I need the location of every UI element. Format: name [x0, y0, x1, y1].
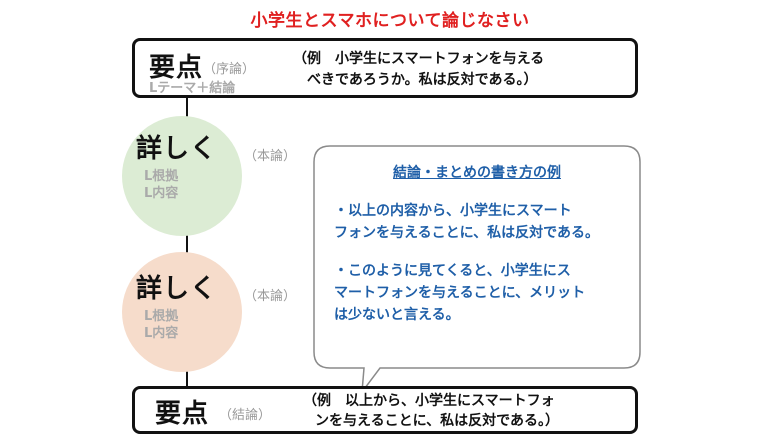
- intro-box: 要点 （序論） Lテーマ＋結論 （例 小学生にスマートフォンを与える べきであろ…: [132, 38, 638, 98]
- connector-line-2: [186, 234, 188, 254]
- conclusion-example-line1: （例 以上から、小学生にスマートフォ: [303, 393, 555, 409]
- body1-sub1: L根拠: [144, 169, 179, 184]
- bubble-item1-line1: ・以上の内容から、小学生にスマート: [334, 203, 572, 219]
- bubble-item2-line1: ・このように見てくると、小学生にス: [334, 263, 571, 279]
- intro-example-line1: （例 小学生にスマートフォンを与える: [293, 51, 545, 67]
- conclusion-box: 要点 （結論） （例 以上から、小学生にスマートフォ ンを与えることに、私は反対…: [132, 386, 638, 434]
- conclusion-heading: 要点: [155, 399, 210, 429]
- body1-sub2: L内容: [144, 186, 179, 201]
- body1-heading: 詳しく: [136, 134, 218, 164]
- body2-sub1: L根拠: [144, 309, 179, 324]
- conclusion-example-line2: ンを与えることに、私は反対である。）: [315, 413, 560, 429]
- intro-heading: 要点: [149, 53, 204, 83]
- bubble-item2-line3: は少ないと言える。: [334, 307, 460, 323]
- body2-heading: 詳しく: [136, 274, 218, 304]
- body-circle-1: [122, 116, 242, 236]
- bubble-item1-line2: フォンを与えることに、私は反対である。: [334, 225, 600, 241]
- intro-note: （序論）: [203, 62, 256, 77]
- body2-sub2: L内容: [144, 326, 179, 341]
- intro-sub: Lテーマ＋結論: [149, 81, 236, 96]
- bubble-item2-line2: マートフォンを与えることに、メリット: [334, 285, 586, 301]
- intro-example-line2: べきであろうか。私は反対である。）: [307, 72, 538, 88]
- body2-note: （本論）: [244, 289, 297, 304]
- bubble-title: 結論・まとめの書き方の例: [393, 165, 561, 181]
- connector-line-1: [186, 98, 188, 118]
- conclusion-note: （結論）: [219, 408, 272, 423]
- body-circle-2: [122, 252, 242, 372]
- page-title: 小学生とスマホについて論じなさい: [250, 11, 530, 31]
- connector-line-3: [186, 371, 188, 387]
- body1-note: （本論）: [244, 149, 297, 164]
